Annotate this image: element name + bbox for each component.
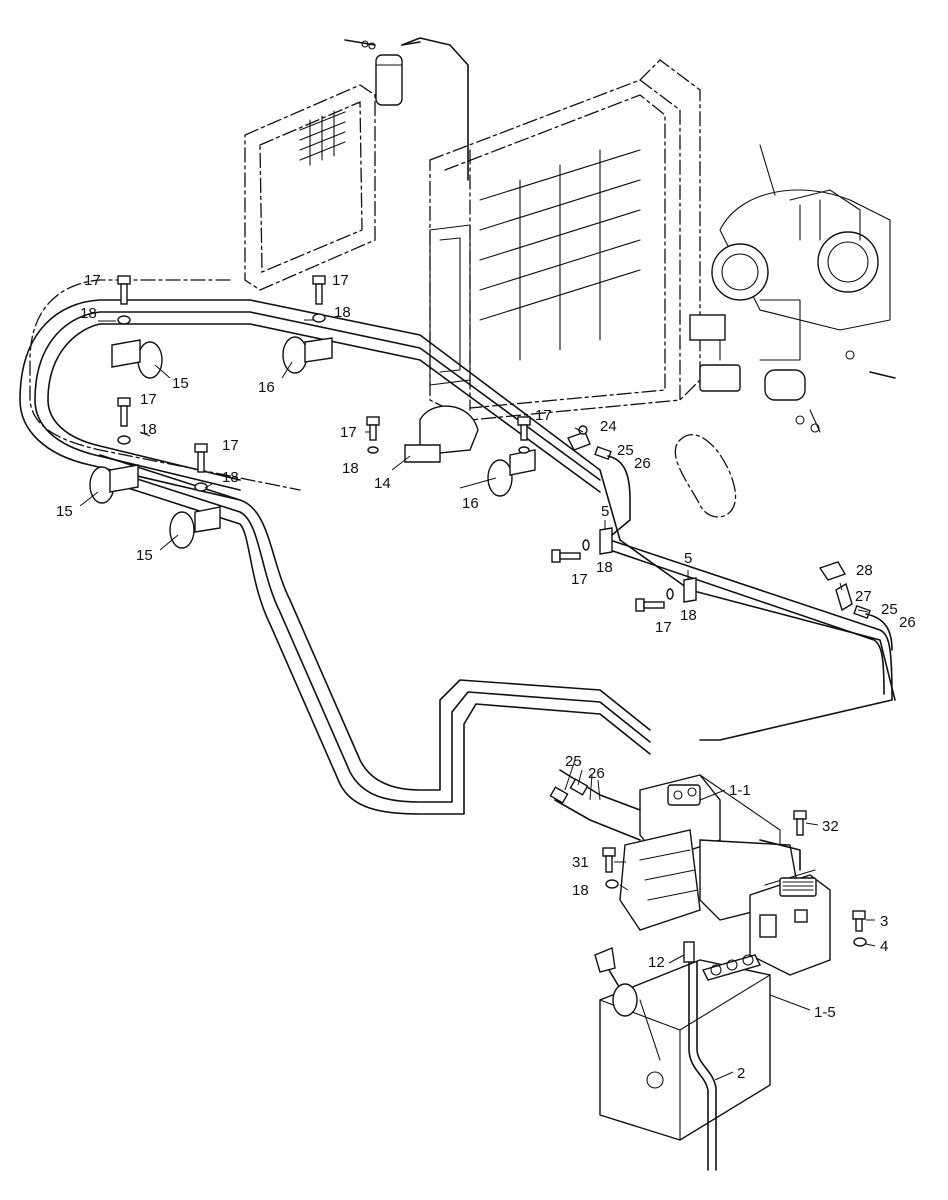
compressor	[711, 144, 891, 361]
callout-17: 17	[340, 424, 357, 441]
bolt-17-e	[366, 416, 380, 441]
bolt-17-g	[551, 549, 581, 563]
fittings	[567, 425, 893, 651]
callout-15: 15	[56, 503, 73, 520]
bolt-31	[602, 847, 616, 873]
callout-24: 24	[600, 418, 617, 435]
valve-unit-1-1	[619, 774, 801, 931]
callout-17: 17	[140, 391, 157, 408]
receiver-drier	[344, 37, 469, 181]
callout-1-5: 1-5	[814, 1004, 836, 1021]
bolt-17-d	[194, 443, 208, 473]
callout-12: 12	[648, 954, 665, 971]
callout-17: 17	[332, 272, 349, 289]
callout-5: 5	[601, 503, 609, 520]
main-hose-bundle	[19, 279, 896, 815]
callout-25: 25	[617, 442, 634, 459]
callout-26: 26	[588, 765, 605, 782]
callout-18: 18	[342, 460, 359, 477]
radiator-assembly	[429, 59, 701, 421]
callout-18: 18	[596, 559, 613, 576]
bolt-17-c	[117, 397, 131, 427]
callout-16: 16	[462, 495, 479, 512]
callout-32: 32	[822, 818, 839, 835]
leader-lines	[79, 319, 876, 1081]
callout-18: 18	[680, 607, 697, 624]
bracket-bolts	[109, 337, 536, 533]
bolt-17-a	[117, 275, 131, 305]
condenser-panel	[244, 84, 376, 291]
callout-26: 26	[634, 455, 651, 472]
callout-18: 18	[334, 304, 351, 321]
callout-1-1: 1-1	[729, 782, 751, 799]
callout-2: 2	[737, 1065, 745, 1082]
hose-clamps	[89, 336, 513, 549]
callouts: 17 17 18 18 15 16 17 18 17 18 17 17 18 1…	[56, 272, 916, 1082]
bolt-17-b	[312, 275, 326, 305]
callout-25: 25	[565, 753, 582, 770]
callout-31: 31	[572, 854, 589, 871]
bolt-17-f	[517, 416, 531, 441]
callout-26: 26	[899, 614, 916, 631]
bolt-32	[793, 810, 807, 836]
bolt-3	[852, 910, 866, 932]
callout-17: 17	[222, 437, 239, 454]
control-box-1-5	[749, 869, 831, 976]
callout-18: 18	[80, 305, 97, 322]
callout-14: 14	[374, 475, 391, 492]
callout-17: 17	[535, 407, 552, 424]
reservoir-tank	[594, 947, 771, 1141]
callout-15: 15	[136, 547, 153, 564]
callout-15: 15	[172, 375, 189, 392]
callout-18: 18	[140, 421, 157, 438]
callout-18: 18	[222, 469, 239, 486]
callout-17: 17	[655, 619, 672, 636]
callout-17: 17	[84, 272, 101, 289]
callout-17: 17	[571, 571, 588, 588]
callout-18: 18	[572, 882, 589, 899]
callout-5: 5	[684, 550, 692, 567]
expansion-valve	[689, 314, 896, 433]
washers	[117, 313, 867, 947]
pipe-2	[683, 941, 717, 1171]
callout-28: 28	[856, 562, 873, 579]
bolt-17-h	[635, 598, 665, 612]
callout-3: 3	[880, 913, 888, 930]
callout-27: 27	[855, 588, 872, 605]
drive-belt	[674, 433, 737, 518]
pipe-clamp-5	[599, 527, 697, 603]
callout-4: 4	[880, 938, 888, 955]
callout-25: 25	[881, 601, 898, 618]
callout-16: 16	[258, 379, 275, 396]
unit-hoses	[549, 769, 801, 871]
